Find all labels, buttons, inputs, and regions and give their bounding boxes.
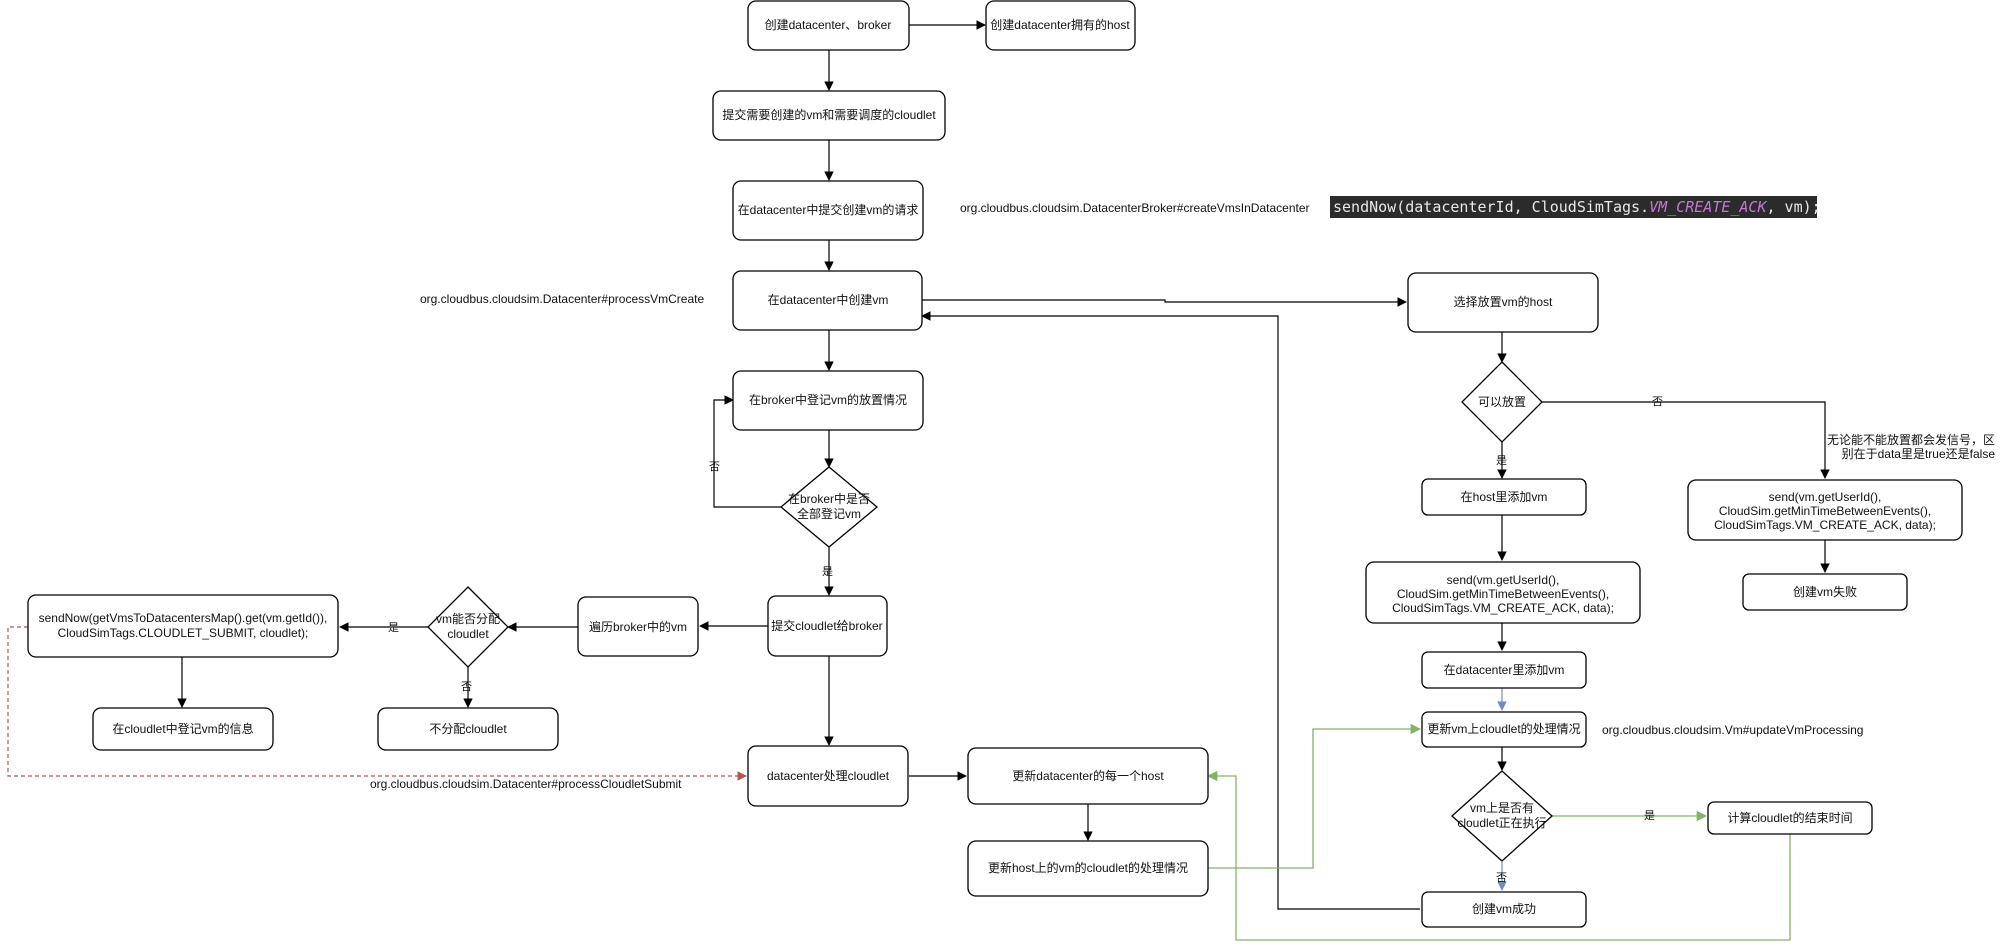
- node-label: 在host里添加vm: [1461, 490, 1548, 504]
- node-label: 遍历broker中的vm: [589, 619, 687, 634]
- node-update-host-vm-cloudlet[interactable]: 更新host上的vm的cloudlet的处理情况: [967, 840, 1209, 897]
- label-yes-assign: 是: [388, 621, 399, 634]
- node-label-line-1: 在broker中是否: [788, 491, 870, 506]
- code-snippet: sendNow(datacenterId, CloudSimTags.VM_CR…: [1330, 196, 1821, 218]
- node-label: 提交需要创建的vm和需要调度的cloudlet: [722, 107, 936, 122]
- node-submit-cloudlet-broker[interactable]: 提交cloudlet给broker: [767, 595, 888, 657]
- node-label: 选择放置vm的host: [1454, 294, 1553, 309]
- node-label: 在datacenter里添加vm: [1444, 663, 1565, 677]
- node-create-vm-success[interactable]: 创建vm成功: [1421, 891, 1587, 928]
- node-label-line-1: vm能否分配: [436, 612, 500, 626]
- node-label: 创建datacenter拥有的host: [990, 17, 1130, 32]
- label-can-place-yes: 是: [1496, 454, 1507, 467]
- node-send-now-cloudlet[interactable]: sendNow(getVmsToDatacentersMap().get(vm.…: [27, 594, 339, 658]
- label-can-place-no: 否: [1652, 396, 1663, 408]
- node-label-line-1: vm上是否有: [1470, 801, 1534, 815]
- node-create-dc-broker[interactable]: 创建datacenter、broker: [747, 0, 910, 51]
- node-submit-vm-request[interactable]: 在datacenter中提交创建vm的请求: [732, 180, 924, 241]
- note-broker-create-vms: org.cloudbus.cloudsim.DatacenterBroker#c…: [960, 201, 1310, 215]
- node-update-each-host[interactable]: 更新datacenter的每一个host: [967, 747, 1209, 805]
- node-label-line-2: CloudSimTags.CLOUDLET_SUBMIT, cloudlet);: [58, 626, 309, 640]
- node-label: 在cloudlet中登记vm的信息: [112, 721, 253, 736]
- node-send-ack-ok[interactable]: send(vm.getUserId(), CloudSim.getMinTime…: [1365, 561, 1641, 624]
- label-running-yes: 是: [1644, 809, 1655, 822]
- note-signal-line-1: 无论能不能放置都会发信号，区: [1827, 432, 1995, 447]
- node-dc-process-cloudlet[interactable]: datacenter处理cloudlet: [747, 745, 909, 807]
- node-label: 创建datacenter、broker: [765, 18, 892, 32]
- node-label: 更新host上的vm的cloudlet的处理情况: [988, 860, 1188, 875]
- edge-labels: 否 是 是 否 否 是 是 否: [388, 396, 1663, 884]
- label-running-no: 否: [1496, 872, 1507, 884]
- node-label: 更新vm上cloudlet的处理情况: [1427, 721, 1580, 736]
- node-label: 不分配cloudlet: [429, 722, 507, 736]
- node-register-vm-in-cloudlet[interactable]: 在cloudlet中登记vm的信息: [92, 707, 274, 751]
- node-calc-finish-time[interactable]: 计算cloudlet的结束时间: [1707, 801, 1873, 835]
- node-choose-host[interactable]: 选择放置vm的host: [1407, 272, 1599, 333]
- edges: [7, 20, 1830, 941]
- edge-success-loop-back: [921, 311, 1420, 910]
- label-no-register-loop: 否: [709, 461, 720, 473]
- node-label: datacenter处理cloudlet: [767, 769, 890, 783]
- node-label-line-1: send(vm.getUserId(),: [1769, 490, 1882, 504]
- node-cloudlet-running[interactable]: vm上是否有 cloudlet正在执行: [1451, 770, 1553, 862]
- node-label: 在datacenter中创建vm: [768, 292, 889, 307]
- label-yes-all-registered: 是: [822, 565, 833, 578]
- node-create-dc-hosts[interactable]: 创建datacenter拥有的host: [985, 0, 1136, 51]
- node-send-ack-fail[interactable]: send(vm.getUserId(), CloudSim.getMinTime…: [1687, 479, 1963, 541]
- node-label-line-2: 全部登记vm: [797, 506, 861, 521]
- node-label-line-3: CloudSimTags.VM_CREATE_ACK, data);: [1714, 518, 1936, 532]
- edge-check-loop-no: [713, 395, 781, 508]
- note-vm-update-processing: org.cloudbus.cloudsim.Vm#updateVmProcess…: [1602, 723, 1863, 737]
- node-label: 在datacenter中提交创建vm的请求: [738, 202, 919, 217]
- node-label-line-2: CloudSim.getMinTimeBetweenEvents(),: [1719, 504, 1931, 518]
- node-label: 可以放置: [1478, 394, 1526, 409]
- node-label-line-2: cloudlet正在执行: [1457, 816, 1546, 830]
- node-update-vm-cloudlet[interactable]: 更新vm上cloudlet的处理情况: [1421, 711, 1587, 748]
- node-label-line-1: sendNow(getVmsToDatacentersMap().get(vm.…: [39, 611, 328, 625]
- code-snippet-background: [1330, 196, 1817, 218]
- note-signal-line-2: 别在于data里是true还是false: [1842, 447, 1996, 461]
- node-label: 在broker中登记vm的放置情况: [749, 392, 907, 407]
- note-dc-process-cloudlet-submit: org.cloudbus.cloudsim.Datacenter#process…: [370, 777, 682, 791]
- edge-host-update-to-vm-update: [1208, 723, 1422, 869]
- node-all-registered[interactable]: 在broker中是否 全部登记vm: [779, 466, 879, 548]
- node-label: 更新datacenter的每一个host: [1012, 768, 1164, 783]
- code-snippet-text: sendNow(datacenterId, CloudSimTags.VM_CR…: [1333, 198, 1821, 216]
- node-can-assign-cloudlet[interactable]: vm能否分配 cloudlet: [427, 586, 509, 668]
- node-label-line-3: CloudSimTags.VM_CREATE_ACK, data);: [1392, 601, 1614, 615]
- node-can-place[interactable]: 可以放置: [1461, 361, 1543, 443]
- node-label: 计算cloudlet的结束时间: [1727, 810, 1852, 825]
- node-label: 创建vm成功: [1472, 902, 1536, 916]
- node-label-line-1: send(vm.getUserId(),: [1447, 573, 1560, 587]
- edge-finish-time-to-update-each-host: [1206, 770, 1791, 941]
- node-register-vm-broker[interactable]: 在broker中登记vm的放置情况: [732, 370, 924, 431]
- node-iterate-broker-vm[interactable]: 遍历broker中的vm: [577, 596, 699, 657]
- note-dc-process-vm-create: org.cloudbus.cloudsim.Datacenter#process…: [420, 292, 704, 306]
- edge-create-to-choose-host: [922, 297, 1407, 307]
- node-submit-vm-cloudlet[interactable]: 提交需要创建的vm和需要调度的cloudlet: [712, 90, 946, 141]
- node-label: 创建vm失败: [1793, 584, 1857, 599]
- node-no-assign-cloudlet[interactable]: 不分配cloudlet: [377, 707, 559, 751]
- node-label: 提交cloudlet给broker: [771, 618, 882, 633]
- node-label-line-2: CloudSim.getMinTimeBetweenEvents(),: [1397, 587, 1609, 601]
- node-create-vm-in-dc[interactable]: 在datacenter中创建vm: [732, 270, 923, 331]
- node-label-line-2: cloudlet: [447, 627, 489, 641]
- node-add-vm-dc[interactable]: 在datacenter里添加vm: [1421, 651, 1587, 689]
- edge-dashed-sendnow-to-process: [7, 626, 747, 781]
- node-create-vm-fail[interactable]: 创建vm失败: [1742, 573, 1908, 611]
- node-add-vm-host[interactable]: 在host里添加vm: [1421, 478, 1587, 516]
- label-no-assign: 否: [461, 681, 472, 693]
- edge-can-place-no: [1542, 401, 1830, 479]
